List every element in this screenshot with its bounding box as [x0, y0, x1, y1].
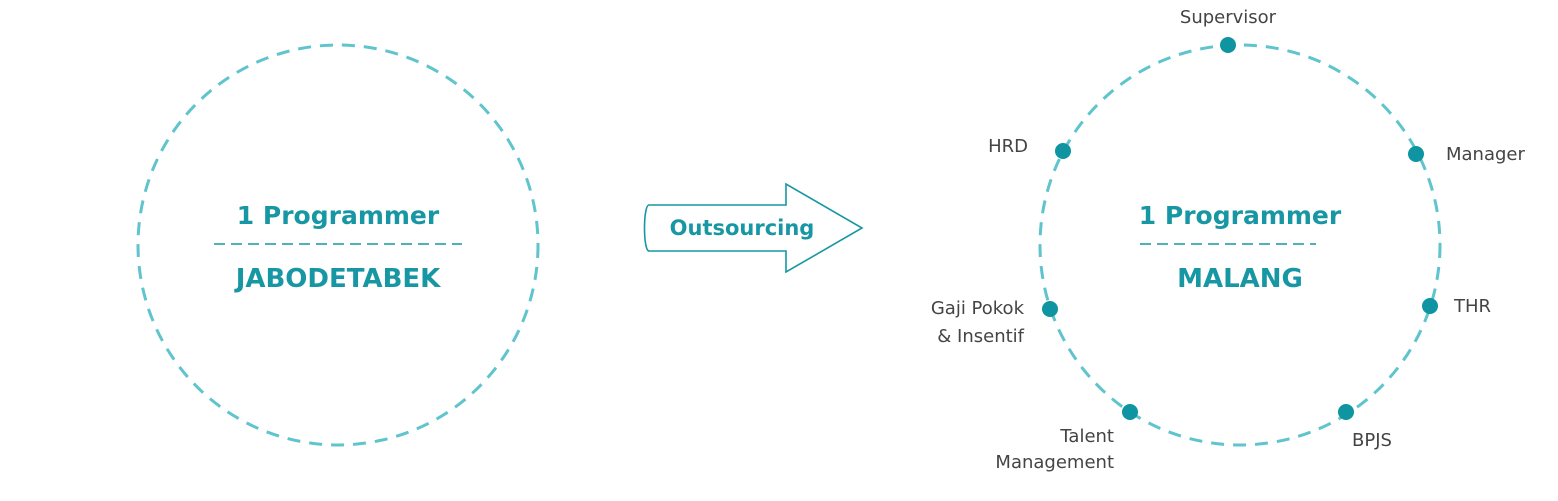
node-dot-thr [1422, 298, 1438, 314]
arrow-shape [643, 182, 864, 274]
node-label-thr: THR [1453, 296, 1491, 317]
node-label-talent: Talent [1059, 426, 1114, 447]
left-dashed-circle [136, 43, 540, 447]
node-dot-talent-management [1122, 404, 1138, 420]
node-label-gaji-pokok: Gaji Pokok [931, 298, 1025, 319]
node-label-hrd: HRD [988, 136, 1028, 157]
node-label-gaji-pokok-line2: & Insentif [937, 326, 1024, 347]
node-dot-gaji-pokok [1042, 301, 1058, 317]
node-dot-manager [1408, 146, 1424, 162]
node-dot-hrd [1055, 143, 1071, 159]
node-label-bpjs: BPJS [1352, 430, 1392, 451]
outsourcing-arrow: Outsourcing [643, 182, 864, 274]
node-dot-supervisor [1220, 37, 1236, 53]
node-label-talent-line2: Management [995, 452, 1114, 473]
node-label-supervisor: Supervisor [1180, 7, 1277, 28]
node-dot-bpjs [1338, 404, 1354, 420]
arrow-label: Outsourcing [670, 216, 815, 240]
left-circle-group: 1 Programmer JABODETABEK [136, 43, 540, 447]
right-dashed-circle [1038, 43, 1442, 447]
right-circle-group: 1 Programmer MALANG [1038, 43, 1442, 447]
right-circle-location: MALANG [1177, 264, 1303, 294]
node-label-manager: Manager [1446, 144, 1525, 165]
right-circle-nodes: Supervisor Manager THR BPJS Talent Manag… [931, 7, 1526, 473]
left-circle-location: JABODETABEK [234, 264, 441, 294]
left-circle-title: 1 Programmer [237, 201, 440, 230]
right-circle-title: 1 Programmer [1139, 201, 1342, 230]
